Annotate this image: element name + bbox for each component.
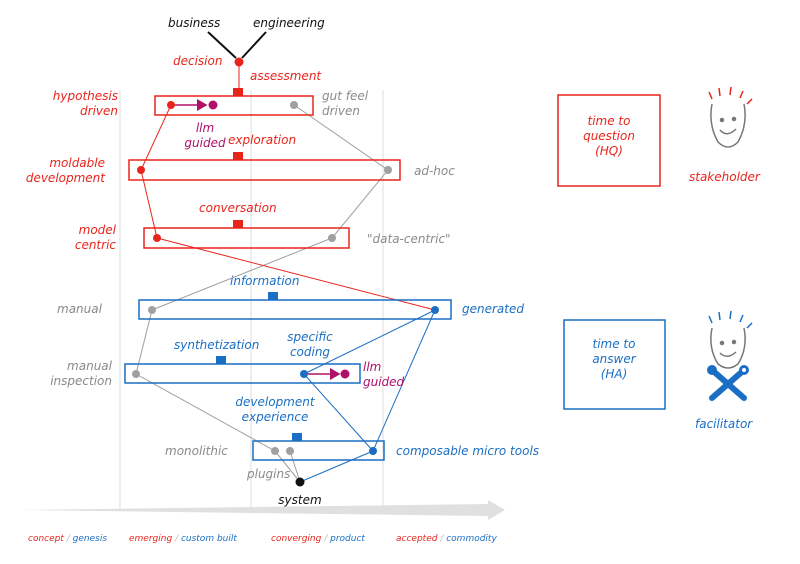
axis-stage-2: emerging / custom built <box>129 534 237 544</box>
llm-arrows <box>175 99 341 380</box>
nodes <box>132 57 439 487</box>
evolution-axis <box>20 500 505 520</box>
label-assessment: assessment <box>250 69 322 83</box>
row2-right: ad-hoc <box>414 164 455 178</box>
box-row5 <box>124 363 361 384</box>
axis-labels: concept / genesis emerging / custom buil… <box>28 534 497 544</box>
row4-left: manual <box>57 302 103 316</box>
row4-center: information <box>230 274 299 288</box>
label-engineering: engineering <box>253 16 325 30</box>
box-row4 <box>138 299 452 320</box>
square-markers <box>216 88 302 441</box>
axis-stage-4: accepted / commodity <box>396 534 497 544</box>
row6-below: plugins <box>246 467 290 481</box>
box-row6 <box>252 440 385 461</box>
gray-connectors <box>135 104 389 483</box>
box-row3 <box>143 227 350 249</box>
role-facilitator: facilitator <box>695 417 753 431</box>
axis-stage-1: concept / genesis <box>28 534 107 544</box>
row5-center: synthetization <box>174 338 259 352</box>
row4-right: generated <box>462 302 524 316</box>
box-row2 <box>128 159 401 181</box>
red-connectors <box>140 62 436 311</box>
label-system: system <box>278 493 321 507</box>
label-decision: decision <box>173 54 222 68</box>
row6-right: composable micro tools <box>396 444 539 458</box>
row6-left: monolithic <box>165 444 228 458</box>
ha-box <box>563 319 666 410</box>
top-labels: business engineering decision assessment <box>168 16 325 83</box>
row3-center: conversation <box>199 201 277 215</box>
facilitator-icon <box>708 310 753 369</box>
label-business: business <box>168 16 220 30</box>
tools-icon <box>707 365 749 401</box>
hq-box <box>557 94 661 187</box>
row2-center: exploration <box>228 133 296 147</box>
axis-stage-3: converging / product <box>271 534 365 544</box>
stakeholder-icon <box>708 86 753 148</box>
row3-right: "data-centric" <box>367 232 451 246</box>
role-stakeholder: stakeholder <box>689 170 761 184</box>
